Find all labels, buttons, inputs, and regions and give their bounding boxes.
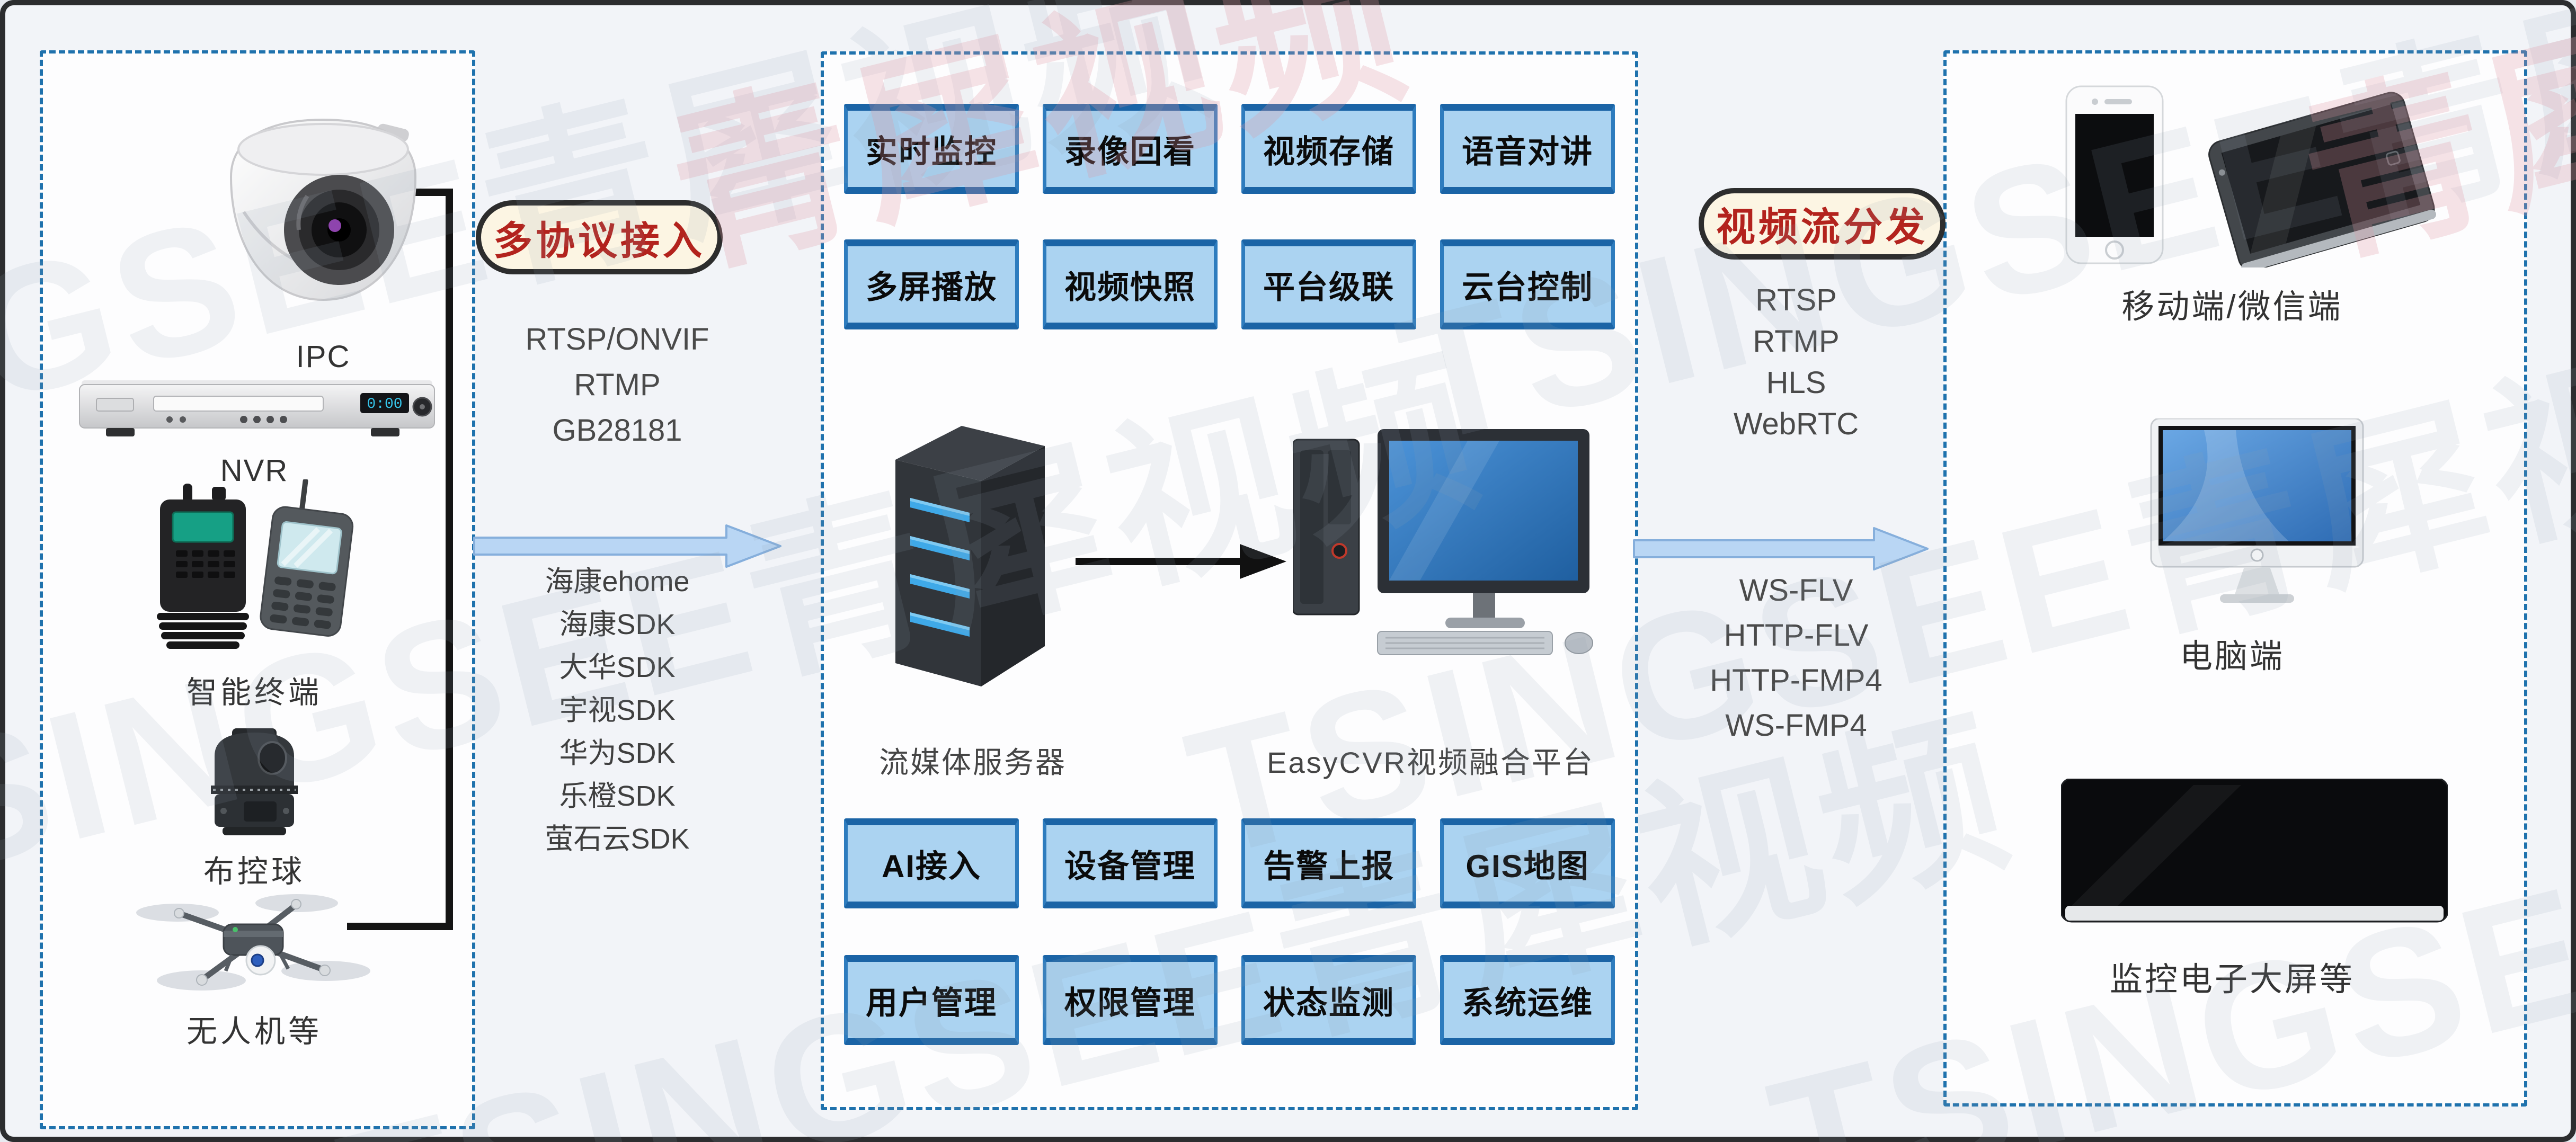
ingest-sdk: 乐橙SDK: [559, 780, 676, 812]
feature-label: 状态监测: [1263, 985, 1394, 1021]
distribution-arrow-icon: [1633, 527, 1929, 570]
multi-protocol-badge-label: 多协议接入: [493, 218, 705, 263]
feature-ai-access: AI接入: [844, 818, 1019, 908]
feature-label: 设备管理: [1064, 848, 1196, 884]
feature-user-management: 用户管理: [844, 955, 1019, 1045]
feature-permission-management: 权限管理: [1043, 955, 1218, 1045]
feature-label: 录像回看: [1064, 133, 1196, 169]
feature-device-management: 设备管理: [1043, 818, 1218, 908]
feature-label: 实时监控: [866, 133, 997, 169]
ingest-protocol: RTSP/ONVIF: [525, 322, 709, 356]
mobile-client-label: 移动端/微信端: [2121, 289, 2343, 325]
ingest-protocol: RTMP: [574, 368, 661, 402]
distribution-format: WS-FLV: [1739, 573, 1853, 608]
feature-label: 多屏播放: [866, 269, 997, 305]
drone-label: 无人机等: [186, 1014, 322, 1049]
feature-label: 告警上报: [1263, 848, 1394, 884]
nvr-clock: 0:00: [367, 396, 402, 413]
feature-label: 平台级联: [1263, 269, 1394, 305]
ingest-protocol-list: RTSP/ONVIF RTMP GB28181: [466, 317, 768, 453]
feature-system-ops: 系统运维: [1440, 955, 1615, 1045]
ingest-sdk: 华为SDK: [559, 737, 676, 769]
distribution-protocol: RTMP: [1753, 324, 1840, 359]
ball-camera-icon: [211, 728, 298, 835]
drone-icon: [136, 894, 370, 991]
big-screen-icon: [2061, 779, 2448, 923]
nvr-label: NVR: [220, 453, 289, 488]
feature-realtime-monitor: 实时监控: [844, 104, 1019, 194]
feature-status-monitor: 状态监测: [1241, 955, 1416, 1045]
distribution-protocol: RTSP: [1755, 283, 1837, 317]
feature-label: 视频快照: [1064, 269, 1196, 305]
distribution-format: HTTP-FMP4: [1710, 663, 1882, 698]
feature-gis-map: GIS地图: [1440, 818, 1615, 908]
feature-label: GIS地图: [1465, 848, 1589, 884]
feature-label: 系统运维: [1462, 985, 1593, 1021]
distribution-format: WS-FMP4: [1725, 708, 1867, 743]
feature-label: 权限管理: [1064, 985, 1196, 1021]
ingest-sdk: 大华SDK: [559, 652, 676, 683]
connector-line: [446, 189, 453, 930]
feature-multi-screen: 多屏播放: [844, 239, 1019, 329]
multi-protocol-badge: 多协议接入: [476, 200, 723, 274]
feature-row-2: 多屏播放 视频快照 平台级联 云台控制: [844, 239, 1615, 329]
feature-voice-intercom: 语音对讲: [1440, 104, 1615, 194]
easycvr-platform-label: EasyCVR视频融合平台: [1267, 746, 1594, 779]
feature-label: 用户管理: [866, 985, 997, 1021]
feature-row-1: 实时监控 录像回看 视频存储 语音对讲: [844, 104, 1615, 194]
feature-alarm-report: 告警上报: [1241, 818, 1416, 908]
distribution-protocol: WebRTC: [1733, 407, 1859, 441]
distribution-protocol: HLS: [1766, 365, 1826, 400]
smart-terminal-label: 智能终端: [186, 675, 322, 710]
feature-row-4: 用户管理 权限管理 状态监测 系统运维: [844, 955, 1615, 1045]
ingest-sdk: 海康SDK: [559, 609, 676, 640]
feature-label: 云台控制: [1462, 269, 1593, 305]
ingest-sdk: 宇视SDK: [559, 694, 676, 726]
feature-label: 视频存储: [1263, 133, 1394, 169]
streaming-server-label: 流媒体服务器: [879, 746, 1067, 779]
feature-video-storage: 视频存储: [1241, 104, 1416, 194]
ingest-sdk: 萤石云SDK: [545, 823, 690, 855]
ingest-sdk-list: 海康ehome 海康SDK 大华SDK 宇视SDK 华为SDK 乐橙SDK 萤石…: [466, 560, 768, 861]
ingest-arrow-icon: [473, 524, 781, 568]
feature-playback: 录像回看: [1043, 104, 1218, 194]
stream-distribution-badge: 视频流分发: [1699, 188, 1946, 260]
ingest-sdk: 海康ehome: [545, 566, 690, 597]
flow-arrow-icon: [1076, 544, 1286, 579]
walkie-talkie-icon: [157, 479, 354, 649]
distribution-format-list: WS-FLV HTTP-FLV HTTP-FMP4 WS-FMP4: [1653, 568, 1939, 748]
feature-label: 语音对讲: [1462, 133, 1593, 169]
ingest-protocol: GB28181: [552, 413, 682, 448]
server-tower-icon: [895, 426, 1045, 686]
ball-camera-label: 布控球: [203, 854, 305, 889]
big-screen-client-label: 监控电子大屏等: [2109, 961, 2355, 998]
feature-ptz-control: 云台控制: [1440, 239, 1615, 329]
ipc-camera-icon: [229, 118, 417, 301]
stream-distribution-badge-label: 视频流分发: [1716, 205, 1928, 249]
feature-label: AI接入: [882, 848, 981, 884]
feature-snapshot: 视频快照: [1043, 239, 1218, 329]
connector-line: [347, 923, 453, 930]
feature-cascade: 平台级联: [1241, 239, 1416, 329]
desktop-computer-icon: [2150, 418, 2364, 603]
distribution-protocol-list: RTSP RTMP HLS WebRTC: [1653, 280, 1939, 445]
easycvr-workstation-icon: [1293, 429, 1593, 655]
distribution-format: HTTP-FLV: [1724, 618, 1869, 653]
feature-row-3: AI接入 设备管理 告警上报 GIS地图: [844, 818, 1615, 908]
mobile-devices-icon: [2065, 85, 2436, 267]
desktop-client-label: 电脑端: [2179, 638, 2285, 675]
ipc-label: IPC: [296, 340, 351, 374]
nvr-icon: 0:00: [79, 380, 435, 436]
